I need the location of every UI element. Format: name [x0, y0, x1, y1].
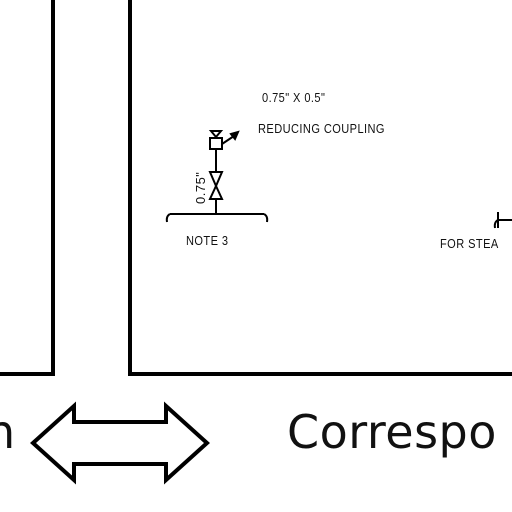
left-caption-fragment: n [0, 405, 16, 459]
fitting-label: REDUCING COUPLING [258, 121, 385, 136]
note-label: NOTE 3 [186, 233, 229, 248]
pipe-assembly [165, 130, 269, 223]
valve-icon [208, 171, 224, 200]
coupling-icon [209, 137, 223, 150]
right-panel-border [128, 0, 512, 376]
pipe-size-label: 0.75" [193, 171, 208, 204]
right-fragment-label: FOR STEA [440, 236, 499, 251]
panel-borders [0, 0, 512, 376]
left-panel-border [0, 0, 55, 376]
right-caption-fragment: Correspo [287, 405, 497, 459]
leader-line [221, 135, 235, 145]
right-pipe-fragment [493, 212, 512, 229]
header-pipe-break-left [165, 213, 171, 223]
double-arrow-icon [30, 401, 210, 485]
size-label: 0.75" X 0.5" [262, 90, 326, 105]
coupling-cap [208, 130, 224, 139]
header-pipe-break-right [263, 213, 269, 223]
leader-arrow-icon [229, 130, 240, 141]
